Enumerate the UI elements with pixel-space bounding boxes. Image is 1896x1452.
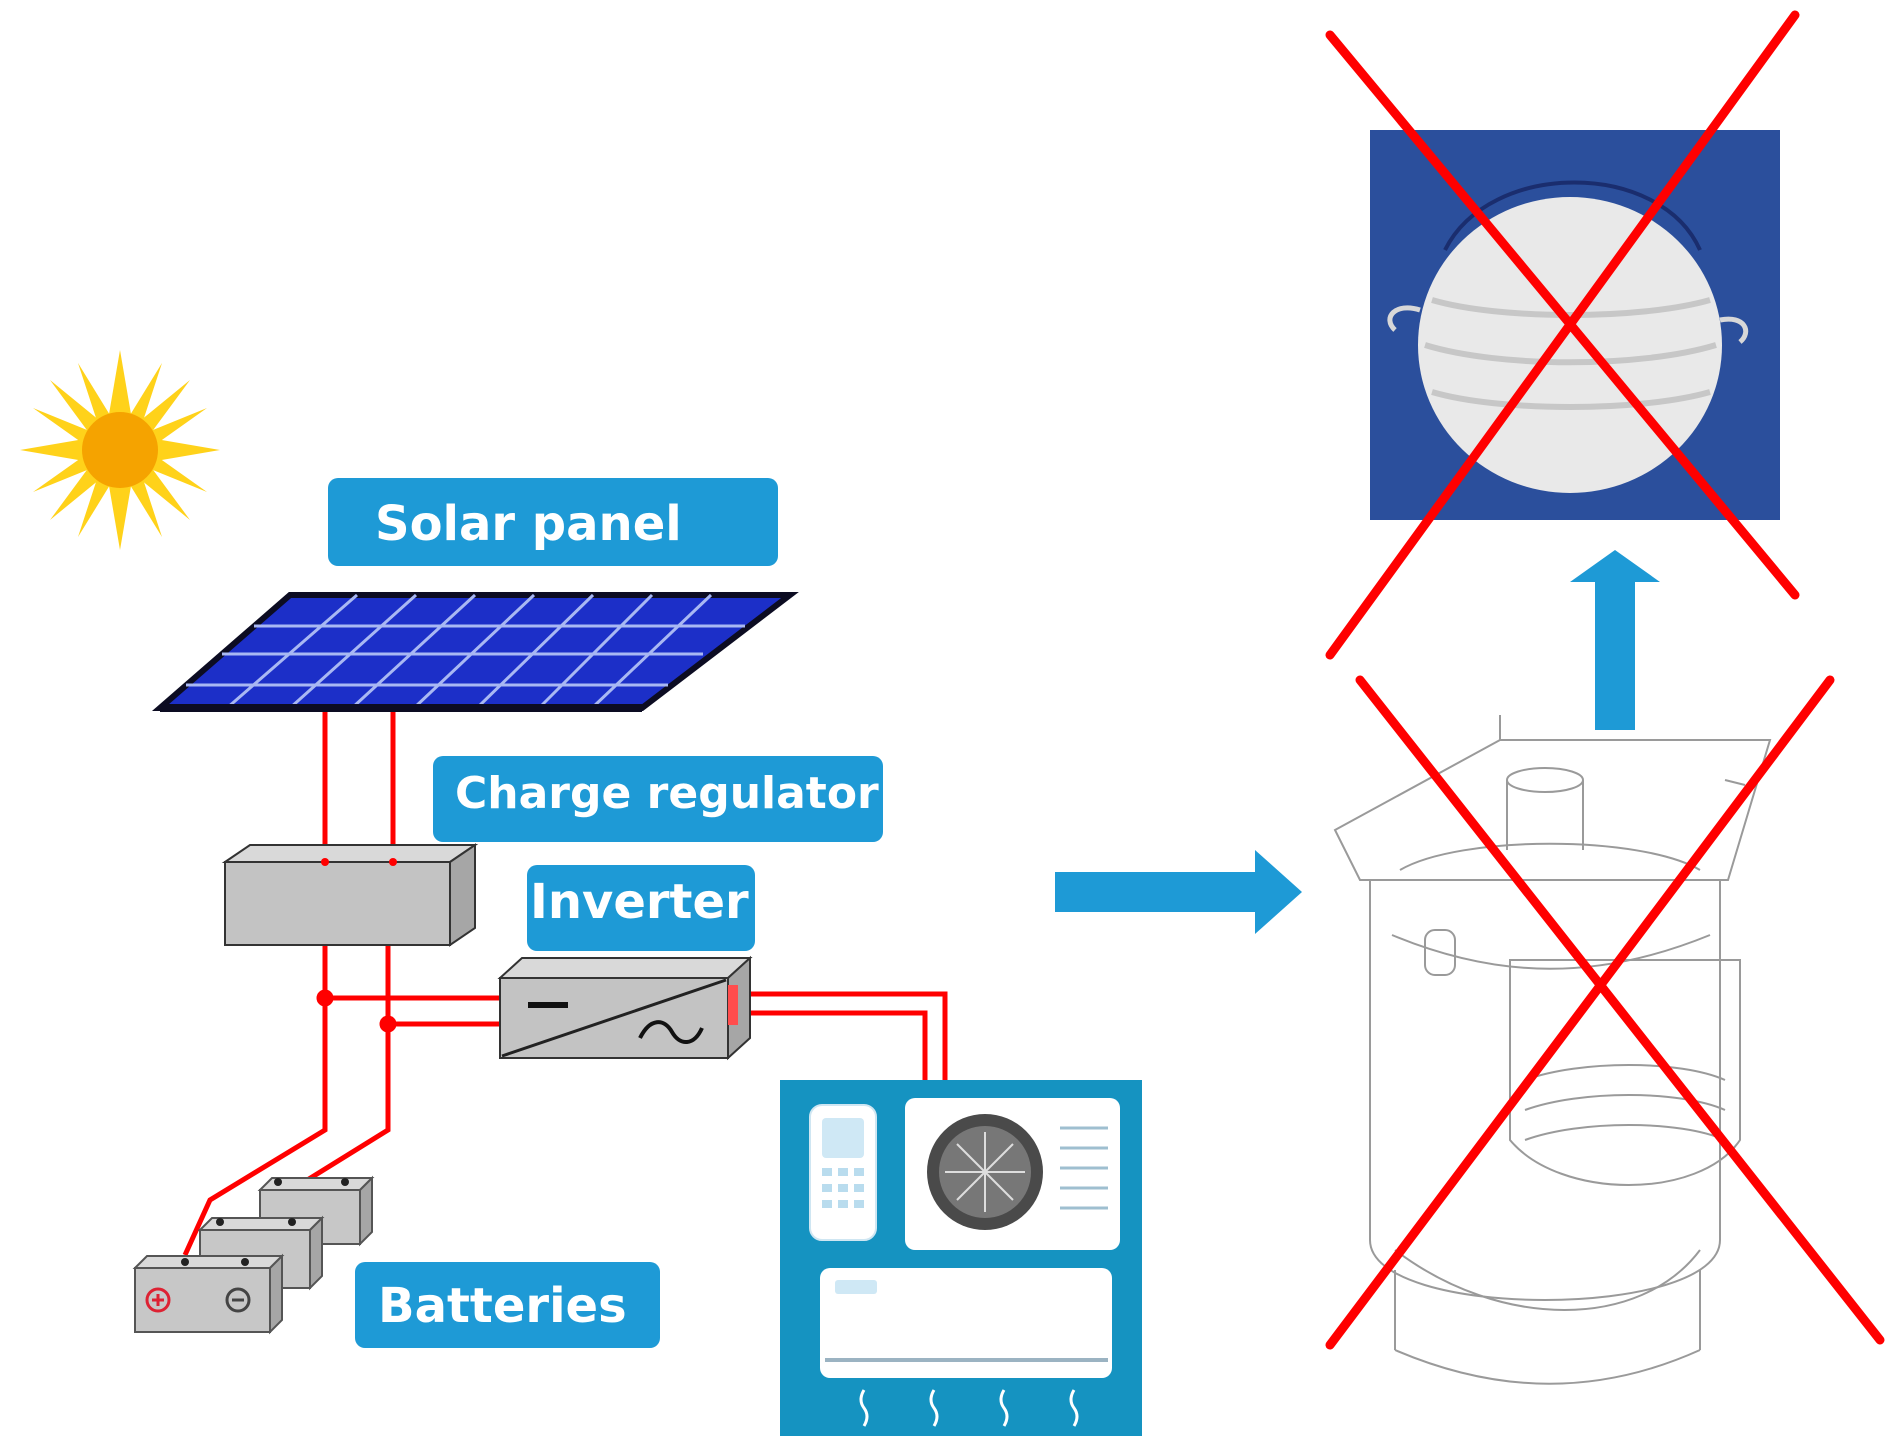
solar-panel-icon: [151, 592, 799, 712]
label-charge-regulator: Charge regulator: [433, 756, 883, 842]
label-inverter-text: Inverter: [530, 874, 749, 930]
arrow-up-icon: [1570, 550, 1660, 730]
cross-out-icon: [1325, 10, 1800, 660]
cross-out-icon: [1325, 675, 1885, 1350]
charge-regulator-box-icon: [221, 843, 479, 947]
wiring: [182, 712, 948, 1257]
arrow-right-icon: [1055, 850, 1302, 934]
battery-icon: [132, 1175, 375, 1335]
inverter-box-icon: [497, 955, 753, 1061]
label-solar-panel-text: Solar panel: [375, 496, 682, 552]
sun-icon: [20, 350, 220, 550]
air-conditioner-icon: [780, 1080, 1142, 1436]
label-charge-regulator-text: Charge regulator: [455, 768, 879, 819]
label-solar-panel: Solar panel: [328, 478, 778, 566]
label-batteries: Batteries: [355, 1262, 660, 1348]
wood-stove-icon: [1333, 715, 1772, 1385]
label-inverter: Inverter: [527, 865, 755, 951]
label-batteries-text: Batteries: [378, 1278, 627, 1334]
